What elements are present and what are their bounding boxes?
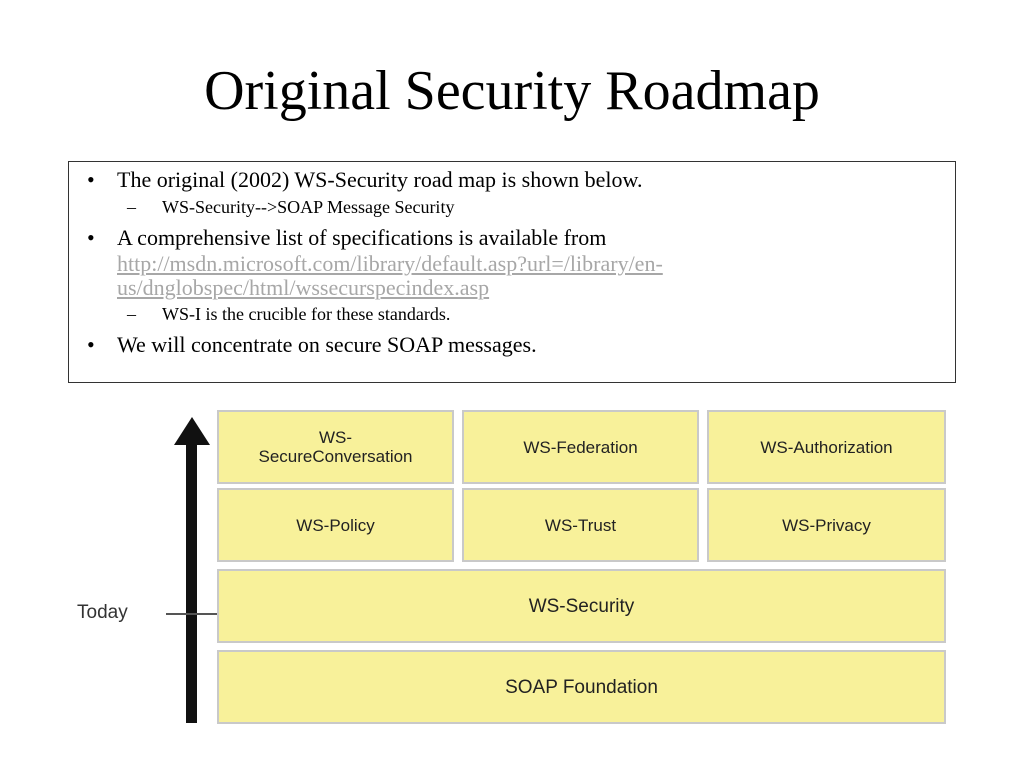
bullet-marker: •: [87, 167, 95, 192]
soap-foundation-box: SOAP Foundation: [217, 650, 946, 724]
sub-bullet-1-text: WS-Security-->SOAP Message Security: [162, 197, 455, 217]
spec-list-link-line1[interactable]: http://msdn.microsoft.com/library/defaul…: [117, 251, 663, 276]
today-label: Today: [77, 602, 128, 623]
bullet-1-text: The original (2002) WS-Security road map…: [117, 167, 643, 192]
sub-bullet-2-text: WS-I is the crucible for these standards…: [162, 304, 451, 324]
ws-privacy-box: WS-Privacy: [707, 488, 946, 562]
ws-trust-box: WS-Trust: [462, 488, 699, 562]
dash-marker: –: [127, 197, 136, 217]
up-arrow-icon: [174, 417, 210, 723]
today-marker-line: [166, 613, 218, 615]
slide-title: Original Security Roadmap: [204, 60, 820, 122]
ws-federation-box: WS-Federation: [462, 410, 699, 484]
ws-security-box: WS-Security: [217, 569, 946, 643]
bullet-2-text: A comprehensive list of specifications i…: [117, 225, 607, 250]
ws-authorization-box: WS-Authorization: [707, 410, 946, 484]
bullet-marker: •: [87, 332, 95, 357]
dash-marker: –: [127, 304, 136, 324]
bullet-marker: •: [87, 225, 95, 250]
spec-list-link-line2[interactable]: us/dnglobspec/html/wssecurspecindex.asp: [117, 275, 490, 300]
bullet-text-box: • The original (2002) WS-Security road m…: [68, 161, 956, 383]
bullet-3-text: We will concentrate on secure SOAP messa…: [117, 332, 537, 357]
ws-secureconversation-box: WS- SecureConversation: [217, 410, 454, 484]
ws-policy-box: WS-Policy: [217, 488, 454, 562]
